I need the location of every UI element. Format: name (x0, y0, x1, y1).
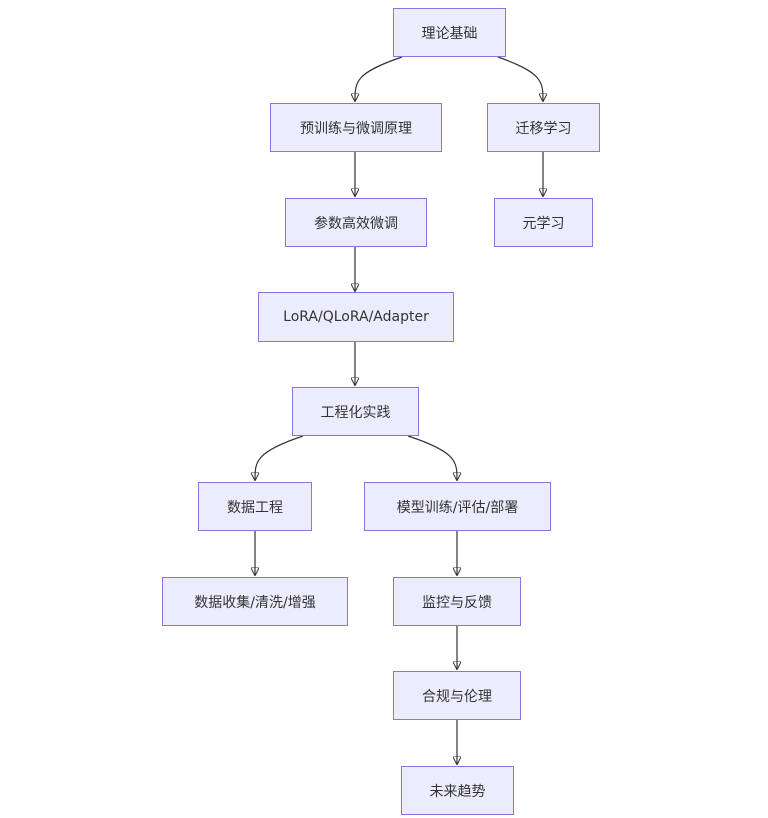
node-engineering: 工程化实践 (292, 387, 419, 436)
node-theory: 理论基础 (393, 8, 506, 57)
node-model-ops: 模型训练/评估/部署 (364, 482, 551, 531)
node-pretrain: 预训练与微调原理 (270, 103, 442, 152)
node-data-processing: 数据收集/清洗/增强 (162, 577, 348, 626)
edge-theory-pretrain (355, 56, 403, 101)
node-lora: LoRA/QLoRA/Adapter (258, 292, 454, 342)
node-future: 未来趋势 (401, 766, 514, 815)
node-data-engineering: 数据工程 (198, 482, 312, 531)
edge-engineering-modelops (407, 435, 457, 480)
node-monitoring: 监控与反馈 (393, 577, 521, 626)
node-compliance: 合规与伦理 (393, 671, 521, 720)
edge-theory-transfer (497, 56, 543, 101)
node-meta: 元学习 (494, 198, 593, 247)
node-peft: 参数高效微调 (285, 198, 427, 247)
edge-engineering-dataeng (255, 435, 304, 480)
node-transfer: 迁移学习 (487, 103, 600, 152)
